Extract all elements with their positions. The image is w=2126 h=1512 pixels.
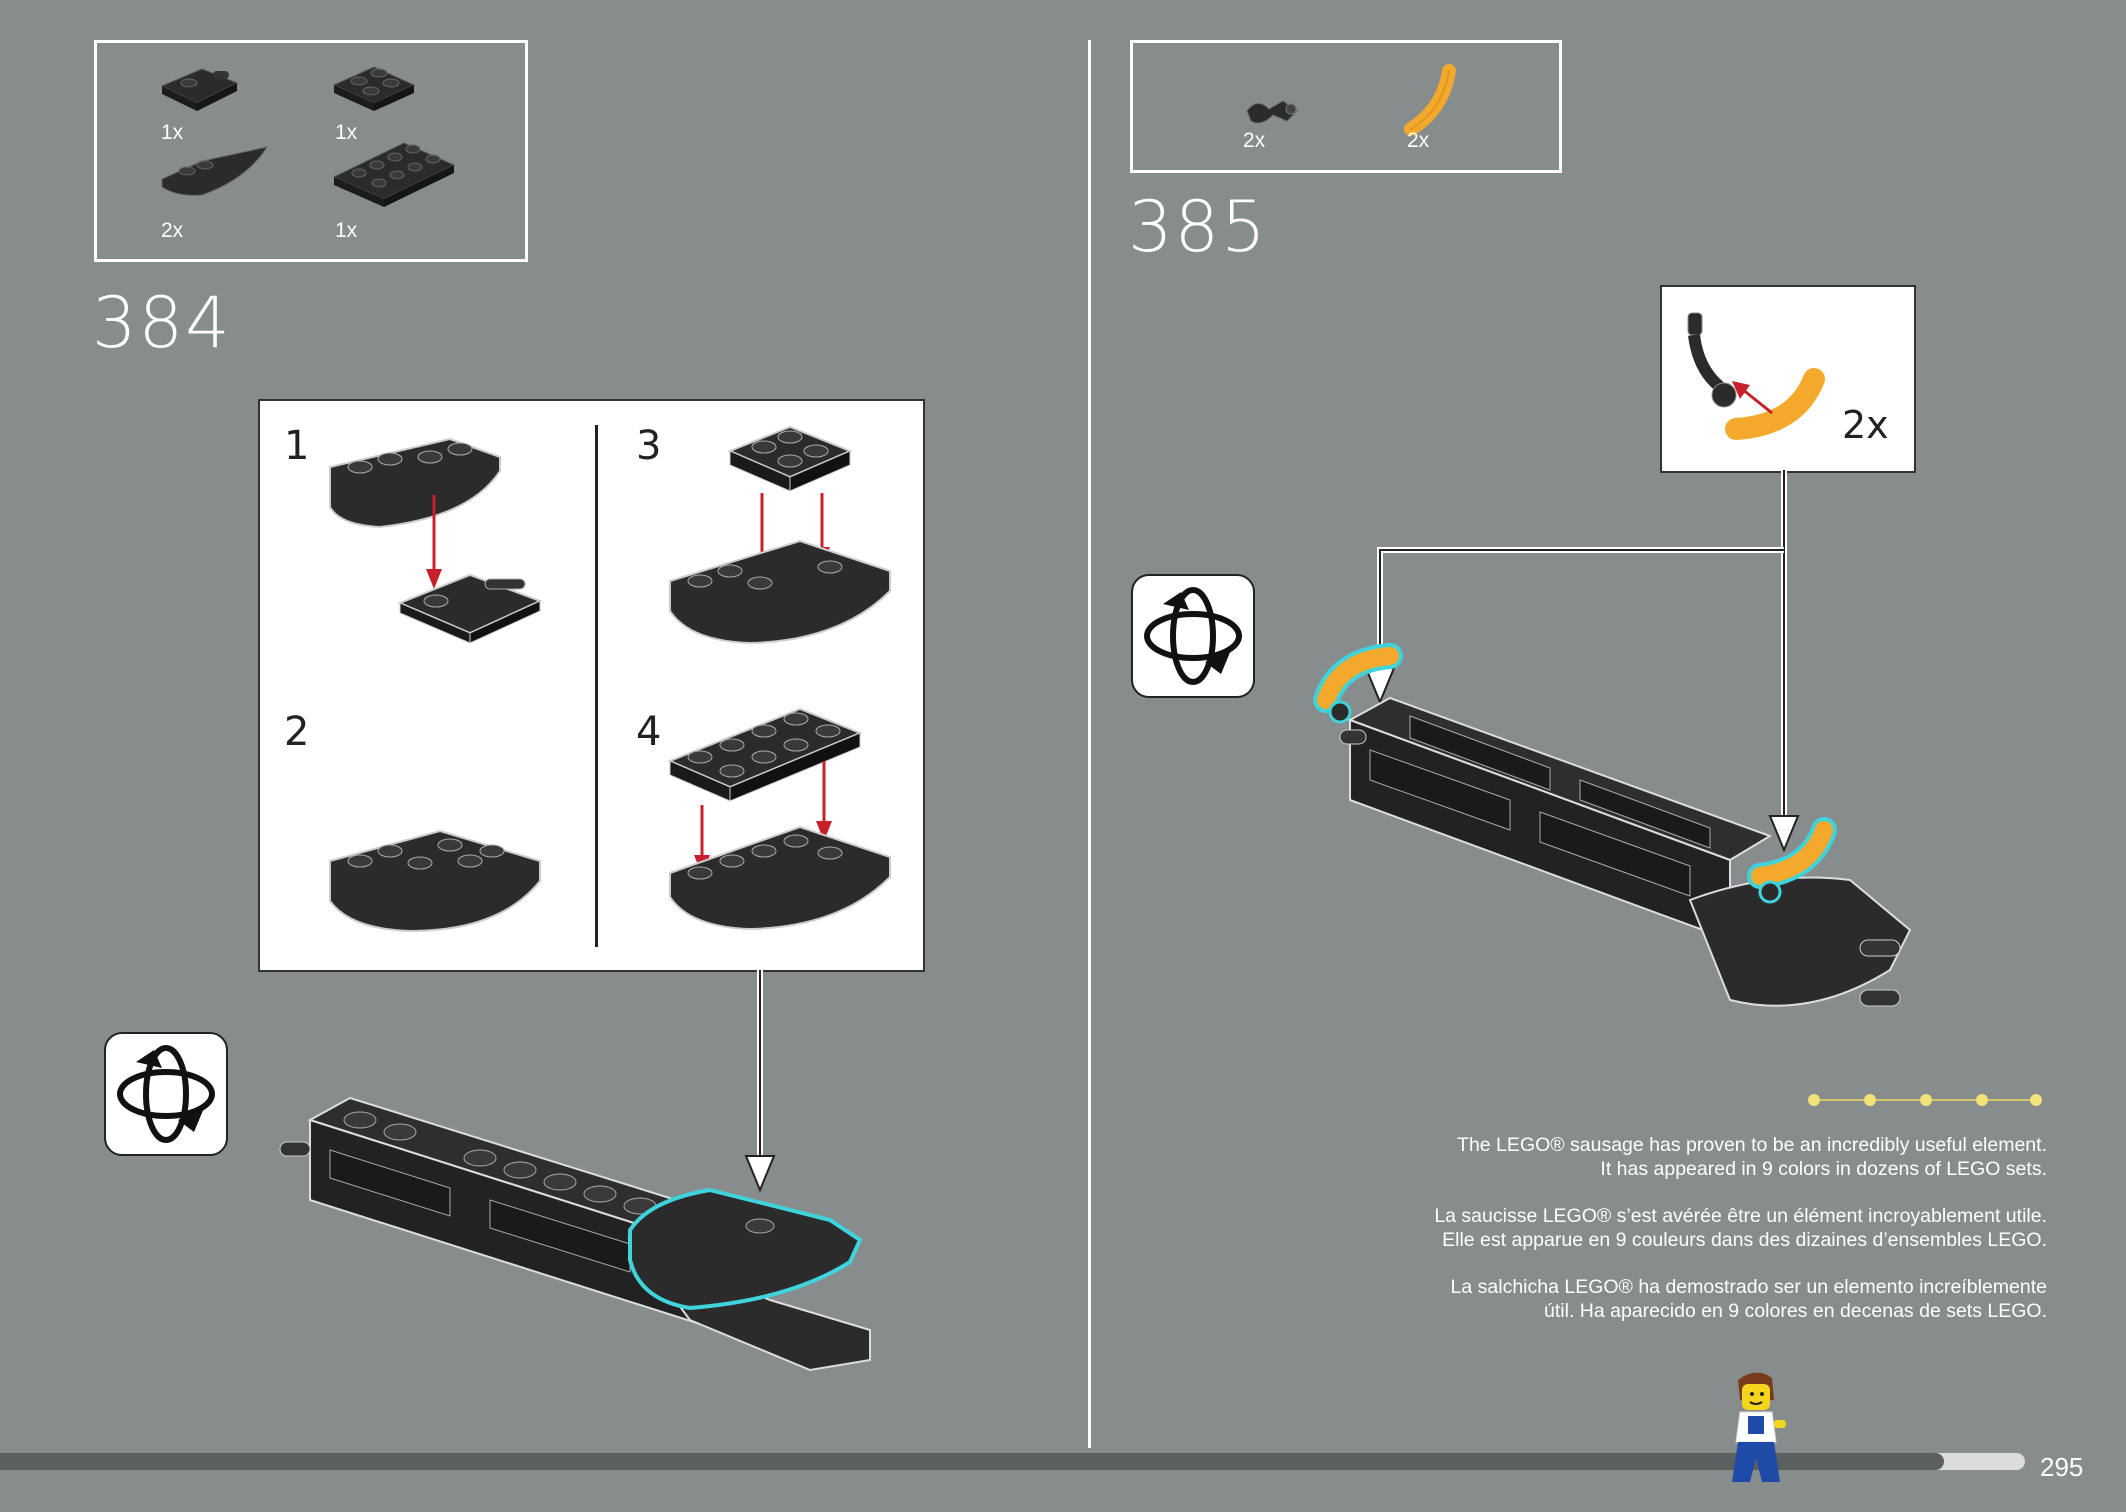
step-number: 384 bbox=[92, 282, 232, 364]
callout-connector bbox=[744, 970, 776, 1193]
part-qty: 2x bbox=[1243, 129, 1266, 152]
progress-bar-fill bbox=[0, 1453, 1944, 1470]
substep-number: 1 bbox=[284, 423, 310, 469]
model-step-385 bbox=[1313, 643, 1912, 1007]
part-qty: 2x bbox=[161, 219, 184, 242]
fact-line: La saucisse LEGO® s’est avérée être un é… bbox=[1434, 1205, 2047, 1227]
page-divider bbox=[1088, 40, 1091, 1448]
panel-divider bbox=[595, 425, 598, 947]
substep-1-illustration bbox=[329, 437, 543, 644]
substep-3-illustration bbox=[669, 425, 891, 645]
substep-4-illustration bbox=[667, 707, 891, 931]
substep-number: 2 bbox=[284, 709, 310, 755]
substep-number: 3 bbox=[636, 423, 662, 469]
plate-2x2-icon bbox=[332, 66, 416, 111]
fact-line: La salchicha LEGO® ha demostrado ser un … bbox=[1450, 1276, 2047, 1298]
progress-bar-track bbox=[0, 1453, 2025, 1470]
step-number: 385 bbox=[1128, 186, 1268, 268]
substep-number: 4 bbox=[636, 709, 662, 755]
arm-sausage-attach-illustration bbox=[1687, 312, 1825, 440]
page-number: 295 bbox=[2040, 1452, 2084, 1482]
fact-line: It has appeared in 9 colors in dozens of… bbox=[1600, 1158, 2047, 1180]
robot-arm-icon bbox=[1246, 100, 1298, 124]
parts-list-385: 2x 2x bbox=[1130, 40, 1562, 173]
fact-line: útil. Ha aparecido en 9 colores en decen… bbox=[1544, 1300, 2047, 1322]
rotate-model-icon bbox=[104, 1032, 228, 1156]
fact-dots-decoration bbox=[1808, 1094, 2042, 1106]
part-qty: 1x bbox=[161, 121, 184, 144]
plate-2x4-icon bbox=[332, 142, 456, 207]
fact-text-fr: La saucisse LEGO® s’est avérée être un é… bbox=[1434, 1204, 2047, 1252]
part-qty: 2x bbox=[1407, 129, 1430, 152]
sub-assembly-panel: 1 2 3 4 bbox=[258, 399, 925, 972]
callout-qty: 2x bbox=[1842, 403, 1889, 447]
fact-line: Elle est apparue en 9 couleurs dans des … bbox=[1442, 1229, 2047, 1251]
rotate-model-icon bbox=[1131, 574, 1255, 698]
plate-1x2-clip-icon bbox=[160, 68, 239, 111]
part-qty: 1x bbox=[335, 219, 358, 242]
minifigure-icon bbox=[1732, 1372, 1786, 1482]
curved-slope-icon bbox=[161, 146, 269, 196]
sausage-icon bbox=[1404, 64, 1456, 136]
model-step-384 bbox=[279, 1096, 871, 1372]
fact-text-en: The LEGO® sausage has proven to be an in… bbox=[1457, 1133, 2047, 1181]
fact-line: The LEGO® sausage has proven to be an in… bbox=[1457, 1134, 2047, 1156]
callout-box: 2x bbox=[1660, 285, 1916, 473]
part-qty: 1x bbox=[335, 121, 358, 144]
substep-2-illustration bbox=[329, 829, 541, 933]
parts-list-384: 1x 1x 2x bbox=[94, 40, 528, 262]
fact-text-es: La salchicha LEGO® ha demostrado ser un … bbox=[1451, 1275, 2047, 1323]
callout-leaders bbox=[1364, 470, 1800, 853]
